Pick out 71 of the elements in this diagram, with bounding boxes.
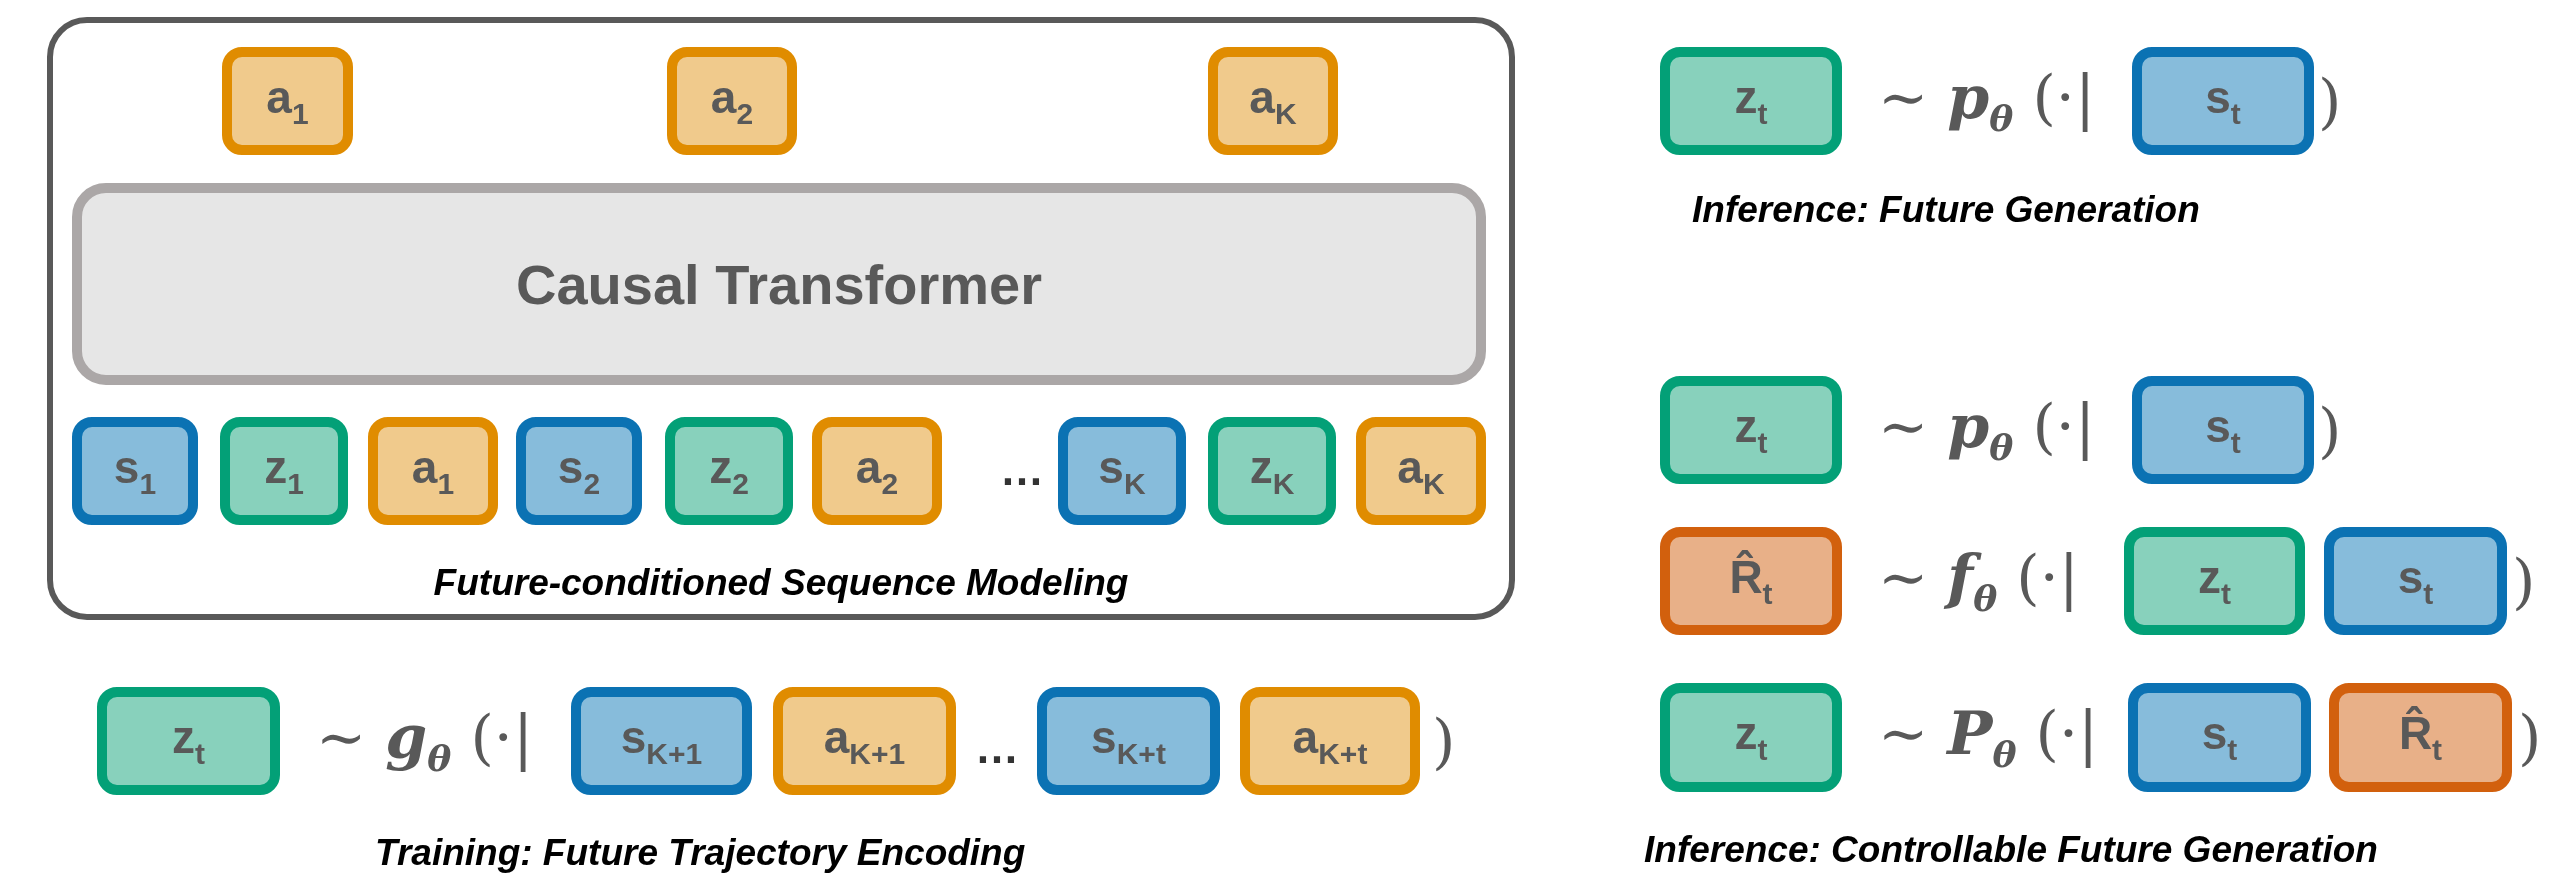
- token-label: a$_{1}$: [411, 443, 455, 499]
- token-box: [1208, 47, 1338, 155]
- token-label: s$_{K+1}$: [620, 713, 703, 769]
- token-label: a$_{K+1}$: [823, 713, 906, 769]
- token-box: [1660, 376, 1842, 484]
- token-box: [812, 417, 942, 525]
- formula-text: ): [2318, 65, 2342, 137]
- section-caption: Training: Future Trajectory Encoding: [375, 830, 1026, 875]
- token-label: s$_{t}$: [2201, 710, 2238, 765]
- token-box: [1037, 687, 1220, 795]
- token-label: s$_{2}$: [557, 443, 601, 499]
- token-label: a$_{2}$: [855, 443, 899, 499]
- token-label: z$_{t}$: [1734, 402, 1768, 458]
- token-box: [1356, 417, 1486, 525]
- formula-text: ∼ f$_{θ}$ (·|: [1878, 541, 2079, 621]
- formula-text: ∼ P$_{θ}$ (·|: [1878, 697, 2099, 777]
- token-label: a$_{K+t}$: [1292, 713, 1368, 769]
- token-box: [222, 47, 353, 155]
- section-caption: Inference: Future Generation: [1692, 187, 2200, 232]
- token-box: [97, 687, 280, 795]
- formula-text: ): [2512, 545, 2536, 617]
- token-label: s$_{t}$: [2205, 73, 2241, 129]
- token-label: z$_{t}$: [172, 713, 205, 769]
- formula-text: ): [1432, 705, 1456, 777]
- token-label: z$_{t}$: [1734, 73, 1768, 129]
- token-box: [1208, 417, 1336, 525]
- formula-text: ∼ p$_{θ}$ (·|: [1878, 61, 2096, 141]
- token-box: [1660, 683, 1842, 792]
- token-box: [2132, 376, 2314, 484]
- token-label: s$_{1}$: [113, 443, 157, 499]
- token-box: [1058, 417, 1186, 525]
- ellipsis: …: [1000, 448, 1044, 492]
- token-label: s$_{K}$: [1098, 443, 1146, 499]
- token-label: z$_{K}$: [1249, 443, 1295, 499]
- token-box: [2324, 527, 2507, 635]
- token-label: s$_{t}$: [2205, 402, 2241, 458]
- token-box: [2132, 47, 2314, 155]
- section-caption: Inference: Controllable Future Generation: [1644, 827, 2378, 872]
- panel-caption: Future-conditioned Sequence Modeling: [433, 561, 1129, 605]
- token-box: [516, 417, 642, 525]
- transformer-block: [72, 183, 1486, 385]
- token-box: [1240, 687, 1420, 795]
- ellipsis: …: [975, 726, 1019, 770]
- token-box: [1660, 527, 1842, 635]
- token-box: [220, 417, 348, 525]
- token-box: [1660, 47, 1842, 155]
- token-label: a$_{K}$: [1249, 73, 1297, 129]
- formula-text: ): [2518, 701, 2542, 773]
- formula-text: ∼ p$_{θ}$ (·|: [1878, 390, 2096, 470]
- token-box: [665, 417, 793, 525]
- token-box: [773, 687, 956, 795]
- token-label: s$_{K+t}$: [1091, 713, 1166, 769]
- token-label: a$_{K}$: [1397, 443, 1445, 499]
- token-label: z$_{1}$: [264, 443, 304, 499]
- token-box: [2128, 683, 2311, 792]
- module-panel: [47, 17, 1515, 620]
- token-box: [571, 687, 752, 795]
- token-label: a$_{1}$: [266, 73, 309, 129]
- token-label: a$_{2}$: [710, 73, 754, 129]
- token-label: z$_{t}$: [2198, 553, 2231, 609]
- token-box: [2124, 527, 2305, 635]
- token-label: s$_{t}$: [2397, 553, 2434, 609]
- token-box: [2329, 683, 2512, 792]
- formula-text: ∼ g$_{θ}$ (·|: [316, 701, 534, 781]
- token-box: [667, 47, 797, 155]
- formula-text: ): [2318, 394, 2342, 466]
- block-title: Causal Transformer: [516, 251, 1042, 317]
- token-box: [368, 417, 498, 525]
- token-label: z$_{2}$: [709, 443, 749, 499]
- token-label: z$_{t}$: [1734, 710, 1768, 765]
- token-box: [72, 417, 198, 525]
